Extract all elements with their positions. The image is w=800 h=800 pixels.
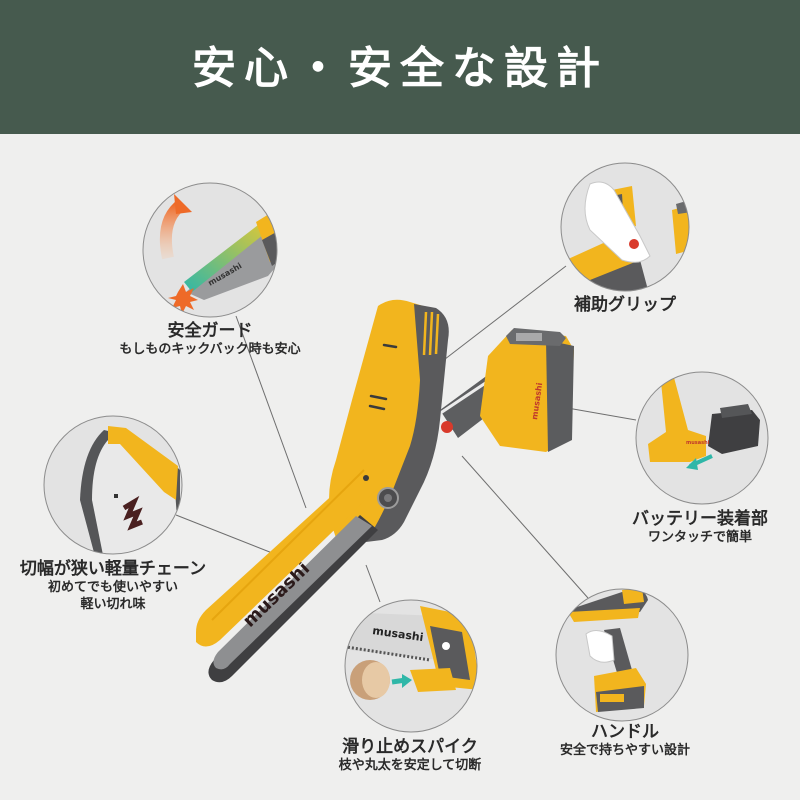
- feature-title: 切幅が狭い軽量チェーン: [19, 559, 207, 579]
- page-title: 安心・安全な設計: [192, 43, 608, 94]
- svg-text:musashi: musashi: [686, 440, 710, 446]
- feature-title: 補助グリップ: [574, 295, 676, 315]
- label-safety-guard: 安全ガード もしものキックバック時も安心: [110, 320, 310, 359]
- feature-subtitle: 安全で持ちやすい設計: [559, 743, 690, 759]
- feature-subtitle: もしものキックバック時も安心: [119, 342, 301, 358]
- battery-pack: musashi: [480, 328, 574, 452]
- feature-title: ハンドル: [591, 722, 659, 742]
- label-auxiliary-grip: 補助グリップ: [545, 294, 705, 316]
- label-narrow-chain: 切幅が狭い軽量チェーン 初めてでも使いやすい 軽い切れ味: [0, 558, 226, 614]
- header-banner: 安心・安全な設計: [0, 0, 800, 134]
- feature-title: バッテリー装着部: [632, 509, 768, 529]
- label-battery-mount: バッテリー装着部 ワンタッチで簡単: [610, 508, 790, 547]
- feature-subtitle: ワンタッチで簡単: [647, 530, 752, 546]
- feature-title: 滑り止めスパイク: [342, 737, 478, 757]
- feature-circle-handle: [555, 588, 689, 722]
- feature-title: 安全ガード: [167, 321, 253, 341]
- feature-circle-safety-guard: musashi: [142, 182, 278, 318]
- feature-subtitle: 軽い切れ味: [80, 596, 146, 612]
- feature-subtitle: 初めてでも使いやすい: [47, 580, 178, 596]
- feature-circle-battery-mount: musashi: [635, 371, 769, 505]
- feature-circle-spike: musashi: [344, 599, 478, 733]
- feature-circle-auxiliary-grip: [560, 162, 690, 292]
- feature-subtitle: 枝や丸太を安定して切断: [338, 758, 482, 774]
- chainsaw-main: musashi musashi: [196, 299, 574, 683]
- label-spike: 滑り止めスパイク 枝や丸太を安定して切断: [310, 736, 510, 775]
- label-handle: ハンドル 安全で持ちやすい設計: [535, 721, 715, 760]
- feature-circle-narrow-chain: [43, 415, 183, 555]
